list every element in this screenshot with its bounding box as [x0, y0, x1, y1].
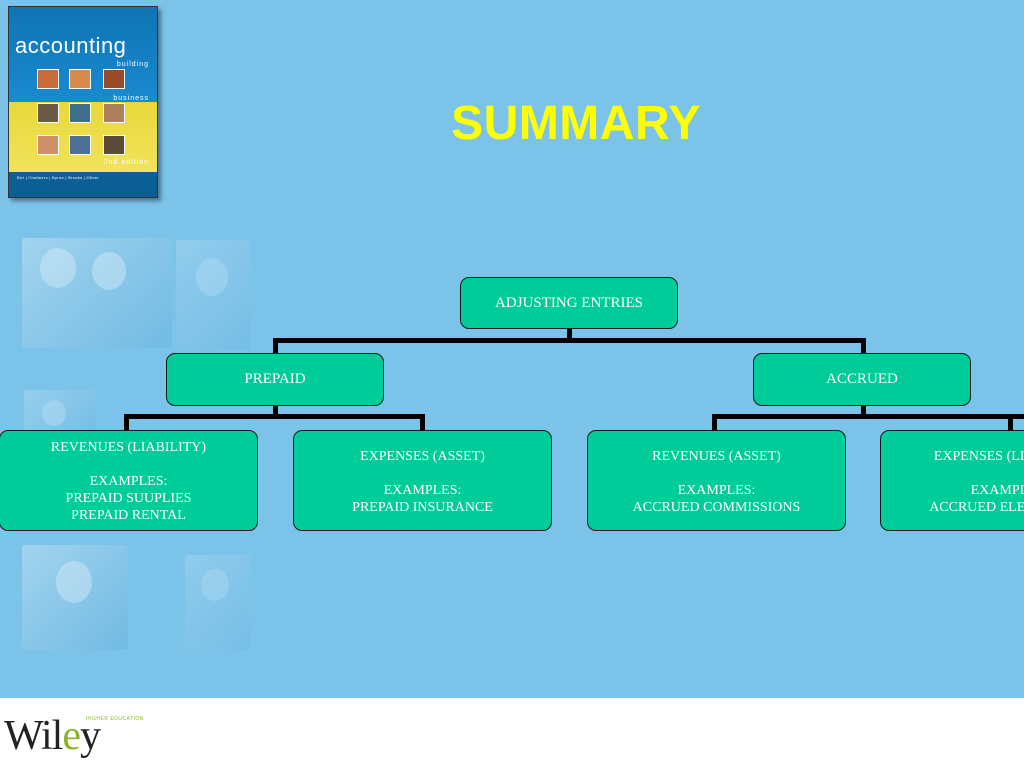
- book-photo-thumbnail: [69, 69, 91, 89]
- node-label: ADJUSTING ENTRIES: [495, 294, 643, 311]
- node-heading: EXPENSES (LIABILITY): [933, 449, 1024, 464]
- book-photo-thumbnail: [37, 69, 59, 89]
- connector-line: [124, 414, 129, 431]
- connector-line: [273, 338, 278, 354]
- slide-title: SUMMARY: [451, 97, 701, 150]
- background-photo: [22, 238, 172, 348]
- book-photo-thumbnail: [69, 135, 91, 155]
- book-subtitle: building: [116, 61, 149, 68]
- node-prepaid-expenses: EXPENSES (ASSET) EXAMPLES: PREPAID INSUR…: [293, 430, 552, 531]
- connector-line: [273, 406, 278, 418]
- connector-line: [124, 414, 425, 419]
- node-prepaid: PREPAID: [166, 353, 384, 406]
- connector-line: [712, 414, 1024, 419]
- node-example: PREPAID SUUPLIES: [65, 491, 192, 506]
- node-adjusting-entries: ADJUSTING ENTRIES: [460, 277, 678, 329]
- connector-line: [861, 406, 866, 418]
- book-subtitle: business: [113, 95, 149, 102]
- node-examples-label: EXAMPLES:: [970, 483, 1024, 498]
- node-example: PREPAID INSURANCE: [352, 500, 493, 515]
- book-photo-thumbnail: [103, 135, 125, 155]
- node-examples-label: EXAMPLES:: [677, 483, 756, 498]
- background-photo-strip: [0, 210, 250, 698]
- wiley-logo: Wiley: [4, 713, 101, 759]
- node-heading: REVENUES (LIABILITY): [50, 440, 207, 455]
- connector-line: [420, 414, 425, 431]
- book-photo-thumbnail: [103, 103, 125, 123]
- background-photo: [185, 555, 250, 650]
- node-label: ACCRUED: [826, 371, 898, 387]
- node-examples-label: EXAMPLES:: [89, 474, 168, 489]
- connector-line: [273, 338, 866, 343]
- slide-background: accounting building business 2nd edition…: [0, 0, 1024, 698]
- node-example: PREPAID RENTAL: [71, 508, 186, 523]
- node-accrued-expenses: EXPENSES (LIABILITY) EXAMPLES: ACCRUED E…: [880, 430, 1024, 531]
- node-example: ACCRUED ELECTRICITY: [929, 500, 1024, 515]
- connector-line: [567, 329, 572, 341]
- book-authors: Birt | Chalmers | Byrne | Brooks | Olive…: [17, 175, 99, 180]
- book-title: accounting: [15, 33, 127, 58]
- background-photo: [176, 240, 250, 350]
- node-accrued: ACCRUED: [753, 353, 971, 406]
- book-photo-thumbnail: [69, 103, 91, 123]
- node-accrued-revenues: REVENUES (ASSET) EXAMPLES: ACCRUED COMMI…: [587, 430, 846, 531]
- node-prepaid-revenues: REVENUES (LIABILITY) EXAMPLES: PREPAID S…: [0, 430, 258, 531]
- book-photo-thumbnail: [37, 135, 59, 155]
- connector-line: [861, 338, 866, 354]
- node-heading: REVENUES (ASSET): [652, 449, 781, 464]
- book-photo-thumbnail: [103, 69, 125, 89]
- connector-line: [712, 414, 717, 431]
- node-examples-label: EXAMPLES:: [383, 483, 462, 498]
- node-example: ACCRUED COMMISSIONS: [632, 500, 801, 515]
- book-edition: 2nd edition: [103, 159, 149, 166]
- node-heading: EXPENSES (ASSET): [360, 449, 485, 464]
- background-photo: [22, 545, 128, 650]
- wiley-logo-tagline: HIGHER EDUCATION: [86, 716, 144, 722]
- node-label: PREPAID: [244, 371, 306, 387]
- book-cover-image: accounting building business 2nd edition…: [8, 6, 158, 198]
- connector-line: [1008, 414, 1013, 431]
- book-photo-thumbnail: [37, 103, 59, 123]
